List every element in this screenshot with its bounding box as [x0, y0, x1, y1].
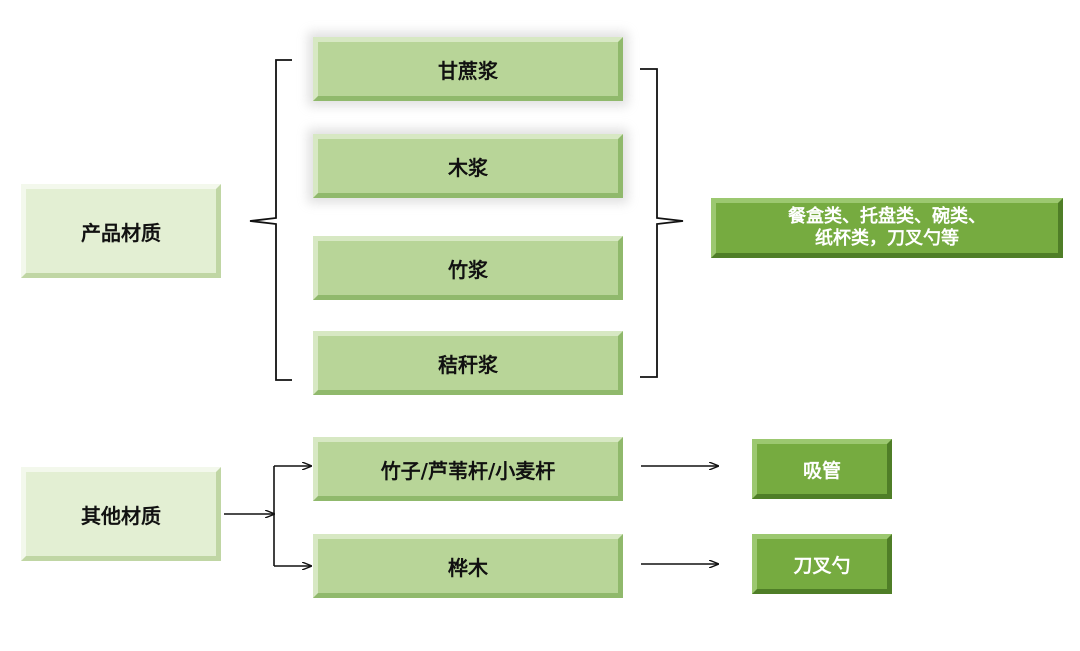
- product-uses-line-1: 餐盒类、托盘类、碗类、: [788, 206, 986, 227]
- product-uses-box: 餐盒类、托盘类、碗类、 纸杯类，刀叉勺等: [711, 198, 1063, 258]
- straw-box: 吸管: [752, 439, 892, 499]
- left-brace: [249, 59, 292, 381]
- product-materials-box: 产品材质: [21, 184, 221, 278]
- straw-pulp-box: 秸秆浆: [313, 331, 623, 395]
- other-materials-box: 其他材质: [21, 467, 221, 561]
- sugarcane-pulp-box: 甘蔗浆: [313, 37, 623, 101]
- bamboo-reed-wheat-box: 竹子/芦苇杆/小麦杆: [313, 437, 623, 501]
- bamboo-pulp-box: 竹浆: [313, 236, 623, 300]
- cutlery-box: 刀叉勺: [752, 534, 892, 594]
- birch-box: 桦木: [313, 534, 623, 598]
- right-brace: [640, 68, 684, 378]
- product-uses-line-2: 纸杯类，刀叉勺等: [815, 228, 959, 249]
- wood-pulp-box: 木浆: [313, 134, 623, 198]
